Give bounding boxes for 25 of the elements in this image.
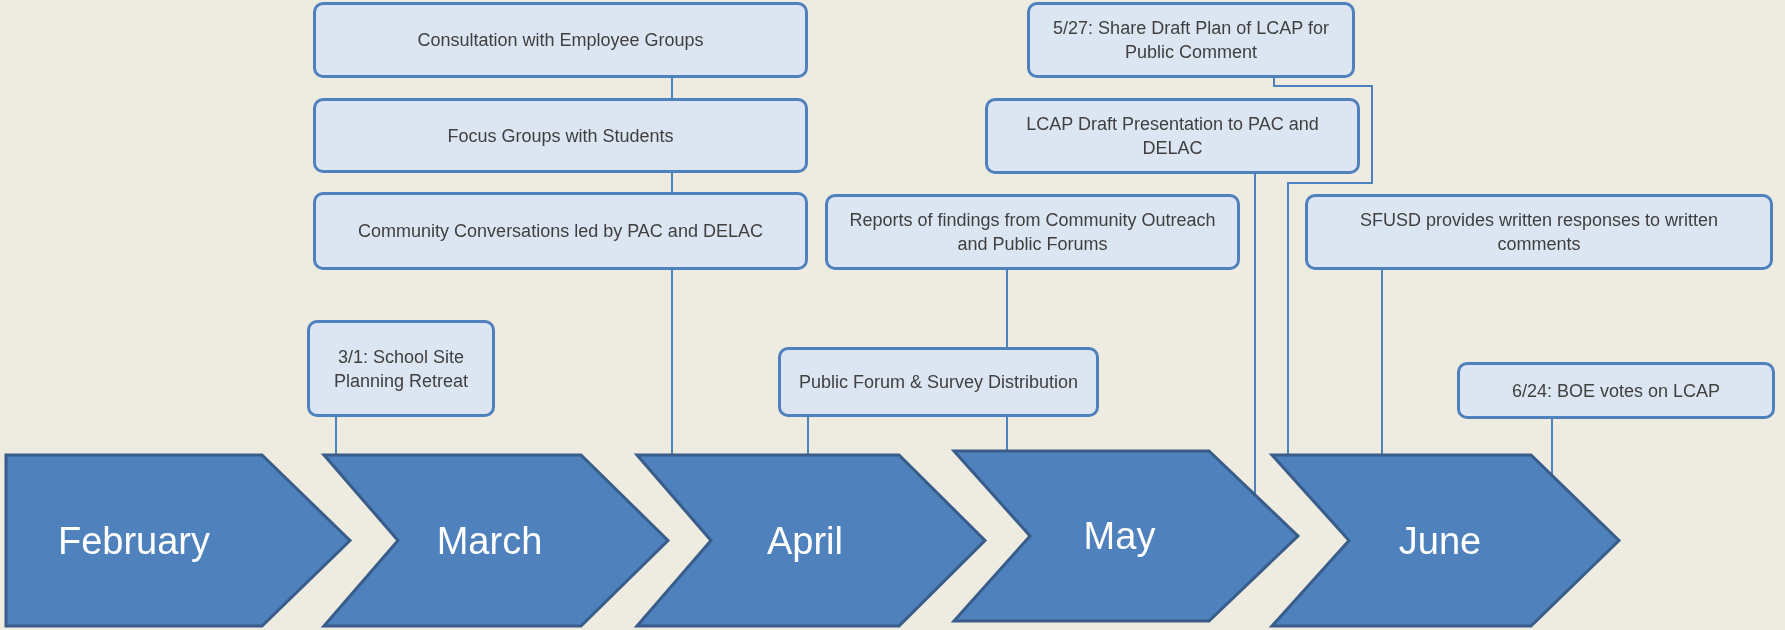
connector-line [1381, 269, 1383, 456]
event-box: 5/27: Share Draft Plan of LCAP for Public Comment [1027, 2, 1355, 78]
event-box: SFUSD provides written responses to written comments [1305, 194, 1773, 270]
month-label: May [1083, 514, 1156, 558]
event-box: Community Conversations led by PAC and DELAC [313, 192, 808, 270]
event-box: 3/1: School Site Planning Retreat [307, 320, 495, 417]
month-label: June [1398, 519, 1482, 562]
event-box: Consultation with Employee Groups [313, 2, 808, 78]
month-label: April [767, 519, 843, 562]
connector-line [671, 172, 673, 193]
event-box: 6/24: BOE votes on LCAP [1457, 362, 1775, 419]
month-label: February [57, 519, 211, 562]
connector-line [335, 416, 337, 456]
connector-line [1006, 416, 1008, 452]
connector-line [671, 77, 673, 99]
event-box: LCAP Draft Presentation to PAC and DELAC [985, 98, 1360, 174]
connector-line [1006, 269, 1008, 348]
connector-line [1273, 77, 1373, 456]
connector-line [1254, 173, 1256, 496]
connector-line [807, 416, 809, 456]
event-box: Public Forum & Survey Distribution [778, 347, 1099, 417]
event-box: Reports of findings from Community Outreach and Public Forums [825, 194, 1240, 270]
connector-line [671, 269, 673, 456]
event-box: Focus Groups with Students [313, 98, 808, 173]
month-label: March [436, 519, 543, 562]
